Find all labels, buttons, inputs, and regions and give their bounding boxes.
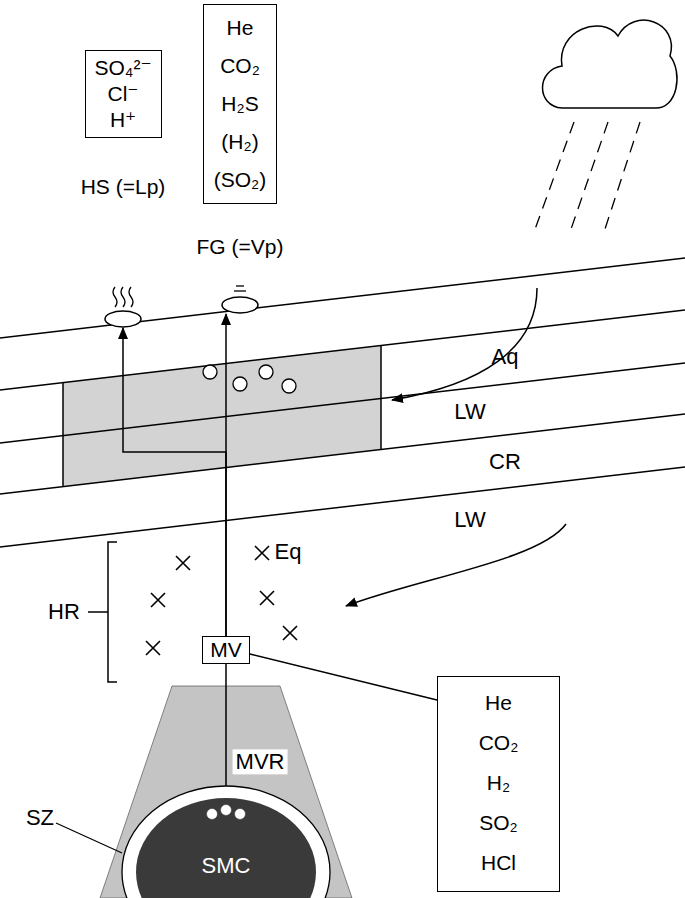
- leader-line: [56, 823, 122, 853]
- chamber-label: SMC: [202, 853, 251, 878]
- species-text: (H₂): [214, 123, 266, 161]
- gas-mark: [234, 290, 246, 291]
- layer-label: Aq: [492, 344, 519, 369]
- region-label: HR: [48, 599, 80, 624]
- seal-zone: [122, 786, 330, 898]
- earthquake-cross: [283, 626, 297, 640]
- earthquake-cross: [151, 593, 165, 607]
- species-text: H₂S: [214, 85, 266, 123]
- species-text: H₂: [442, 763, 555, 803]
- layer-label: CR: [489, 449, 521, 474]
- magma-chamber: [136, 798, 316, 898]
- shaded-zone: [63, 346, 381, 487]
- steam-wisp: [121, 287, 125, 307]
- species-text: SO₂: [442, 803, 555, 843]
- rain-cloud: [543, 20, 677, 108]
- hot-spring-box: SO₄²⁻Cl⁻H⁺ HS (=Lp): [81, 50, 166, 328]
- fumarole-icon: [210, 260, 270, 314]
- species-text: (SO₂): [214, 161, 266, 199]
- strata-lines: [0, 258, 685, 547]
- species-text: SO₄²⁻: [95, 55, 152, 81]
- box-outline: HeCO₂H₂S(H₂)(SO₂): [203, 4, 277, 204]
- species-text: CO₂: [214, 47, 266, 85]
- vapor-composition-box: HeCO₂H₂SO₂HCl: [437, 676, 560, 892]
- water-inflow-arrow: [346, 524, 566, 606]
- species-text: Cl⁻: [95, 81, 152, 107]
- spring-pool: [222, 297, 258, 313]
- spring-pool: [105, 311, 141, 327]
- species-text: H⁺: [95, 107, 152, 133]
- vapor-conduit: [225, 650, 227, 786]
- box-outline: MV: [202, 636, 250, 664]
- earthquake-cross: [146, 641, 160, 655]
- species-text: He: [442, 683, 555, 723]
- hot-spring-icon: [93, 200, 153, 328]
- steam-wisp: [129, 287, 133, 307]
- hr-bracket: [88, 542, 117, 682]
- reservoir-label: MVR: [233, 749, 288, 774]
- species-text: HCl: [442, 843, 555, 883]
- flow-arrow: [225, 314, 227, 636]
- earthquake-label: Eq: [275, 539, 302, 564]
- rain-lines: [534, 122, 640, 232]
- box-heading: FG (=Vp): [197, 234, 284, 260]
- gas-mark: [236, 285, 244, 286]
- box-outline: SO₄²⁻Cl⁻H⁺: [85, 50, 162, 138]
- species-text: MV: [210, 638, 242, 662]
- zone-label: SZ: [26, 805, 54, 830]
- magma-bubbles: [207, 805, 245, 819]
- earthquake-cross: [260, 591, 274, 605]
- gas-bubbles: [203, 365, 296, 393]
- flow-arrow: [123, 328, 226, 636]
- earthquake-cross: [176, 556, 190, 570]
- steam-wisp: [113, 287, 117, 307]
- leader-connector: [250, 654, 437, 700]
- species-text: He: [214, 9, 266, 47]
- water-label: LW: [454, 507, 485, 532]
- box-heading: HS (=Lp): [81, 174, 166, 200]
- water-inflow-arrow: [392, 288, 537, 400]
- water-label: LW: [454, 399, 485, 424]
- magmatic-vapor-box: MV: [202, 636, 250, 664]
- fumarole-gas-box: HeCO₂H₂S(H₂)(SO₂) FG (=Vp): [197, 4, 284, 314]
- species-text: CO₂: [442, 723, 555, 763]
- box-outline: HeCO₂H₂SO₂HCl: [437, 676, 560, 892]
- earthquake-cross: [255, 546, 269, 560]
